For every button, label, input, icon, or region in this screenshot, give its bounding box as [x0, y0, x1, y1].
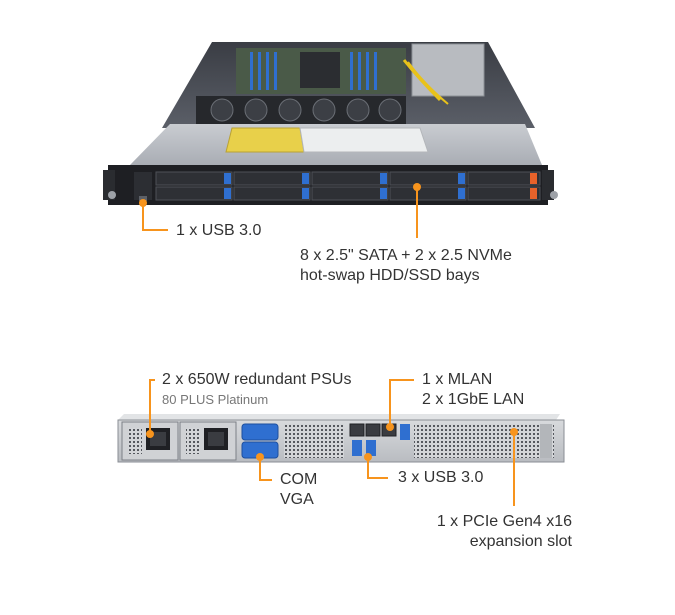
com-label: COM	[280, 471, 318, 488]
com-vga-callout-line	[259, 457, 272, 481]
psu-label-line2: 80 PLUS Platinum	[162, 392, 269, 407]
drive-bay	[311, 171, 389, 186]
power-cables	[402, 59, 442, 102]
rear-callouts	[146, 379, 518, 506]
drive-bay-nvme	[467, 171, 541, 186]
thumbscrew-right	[550, 191, 558, 199]
rear-usb-port	[400, 424, 410, 440]
drive-bay	[233, 186, 311, 201]
rear-usb-port	[366, 440, 376, 456]
pcie-label-line1: 1 x PCIe Gen4 x16	[436, 513, 572, 530]
rear-vent	[284, 424, 344, 458]
drive-bay	[155, 171, 233, 186]
rear-usb-port	[352, 440, 362, 456]
com-port	[241, 423, 279, 441]
front-usb-port	[139, 196, 147, 201]
usb-rear-callout-line	[367, 457, 388, 479]
psu-callout-line	[149, 379, 155, 434]
warning-label	[225, 127, 305, 153]
info-label	[299, 127, 429, 153]
drive-bays-label-line1: 8 x 2.5" SATA + 2 x 2.5 NVMe	[300, 247, 512, 264]
control-panel	[134, 172, 152, 200]
drive-bay	[389, 171, 467, 186]
lan-callout-line	[389, 379, 414, 427]
front-server-image	[103, 42, 558, 205]
drive-bays-label-line2: hot-swap HDD/SSD bays	[300, 267, 480, 284]
drive-bay	[389, 186, 467, 201]
pcie-label-line2: expansion slot	[469, 533, 572, 550]
drive-bay	[155, 186, 233, 201]
pcie-bracket	[540, 424, 552, 458]
rear-top-edge	[118, 414, 560, 420]
drive-bay	[233, 171, 311, 186]
fan-row	[196, 96, 406, 124]
drive-bay-nvme	[467, 186, 541, 201]
psu-module	[179, 421, 237, 461]
rear-usb-label: 3 x USB 3.0	[398, 469, 484, 486]
psu-bay	[411, 43, 485, 97]
lan-label-line2: 2 x 1GbE LAN	[422, 391, 525, 408]
front-callouts	[139, 183, 421, 238]
front-usb-label: 1 x USB 3.0	[176, 222, 262, 239]
memory-slots	[250, 52, 377, 90]
lan-port	[349, 423, 365, 437]
drive-bay	[311, 186, 389, 201]
pcie-slot	[414, 424, 554, 458]
cpu-socket	[300, 52, 340, 88]
psu-label-line1: 2 x 650W redundant PSUs	[162, 371, 352, 388]
vga-label: VGA	[280, 491, 314, 508]
drive-bays	[155, 171, 541, 201]
usb-callout-line	[142, 203, 168, 231]
thumbscrew-left	[108, 191, 116, 199]
rear-server-image	[117, 414, 565, 463]
lan-port	[365, 423, 381, 437]
lan-label-line1: 1 x MLAN	[422, 371, 493, 388]
